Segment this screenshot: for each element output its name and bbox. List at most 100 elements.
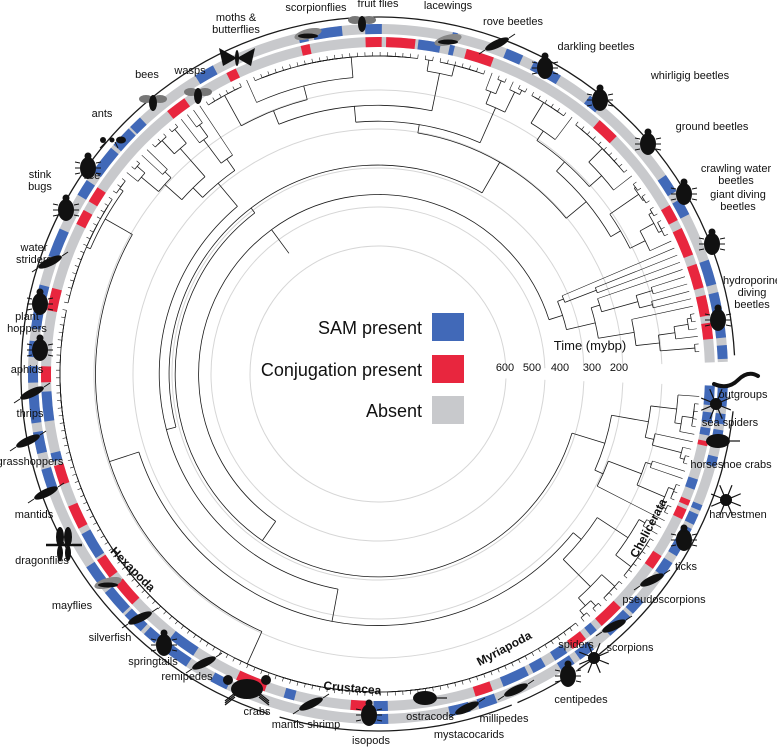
tree-branch [678, 394, 700, 397]
tree-branch [483, 673, 486, 678]
tree-branch [519, 90, 523, 95]
tree-branch [497, 668, 500, 673]
tree-branch [476, 676, 479, 681]
tree-branch [653, 213, 658, 217]
tree-branch [544, 644, 548, 649]
whirligig-beetles-silhouette-icon [586, 84, 614, 111]
tree-branch [253, 76, 256, 81]
tree-branch [646, 519, 662, 528]
tree-branch [454, 682, 457, 687]
taxon-label-remipedes: remipedes [161, 671, 213, 683]
tree-branch [117, 560, 121, 564]
fruit-flies-silhouette-icon [348, 16, 376, 32]
tree-branch [163, 133, 167, 137]
tree-branch [469, 65, 471, 70]
tree-branch [597, 269, 683, 299]
tree-branch [169, 128, 173, 133]
tree-branch [651, 291, 690, 302]
conjugation-present-segment [687, 263, 704, 290]
sam-present-segment [373, 713, 389, 724]
tree-connector [196, 122, 203, 128]
conjugation-present-segment [97, 554, 118, 578]
conjugation-present-segment [88, 187, 106, 207]
moths-and-butterflies-silhouette-icon [219, 48, 255, 66]
conjugation-present-segment [701, 322, 714, 340]
tree-branch [61, 429, 66, 432]
tree-branch [557, 636, 560, 640]
time-tick-label: 500 [523, 362, 541, 374]
scorpionflies-silhouette-icon [294, 27, 322, 41]
legend-label-absent: Absent [366, 401, 422, 421]
tree-connector [278, 104, 432, 125]
tree-branch [131, 578, 135, 582]
tree-branch [447, 59, 449, 64]
clade-label-crustacea: Crustacea [323, 679, 382, 698]
sam-present-segment [699, 259, 717, 287]
tree-branch [692, 418, 697, 420]
time-grid-ring [93, 89, 663, 659]
tree-branch [652, 460, 686, 472]
tree-branch [634, 187, 636, 189]
tree-branch [180, 625, 184, 630]
tree-branch [232, 86, 235, 91]
ostracods-silhouette-icon [413, 691, 447, 705]
tree-branch [608, 152, 613, 156]
tree-branch [261, 521, 277, 541]
tree-branch [556, 161, 565, 172]
tree-branch [633, 181, 637, 185]
tree-branch [121, 178, 126, 182]
taxon-label-pseudoscorpions: pseudoscorpions [622, 594, 706, 606]
tree-branch [562, 559, 591, 587]
tree-branch [550, 640, 554, 645]
thrips-silhouette-icon [13, 382, 51, 404]
tree-branch [633, 563, 637, 567]
tree-branch [653, 283, 688, 295]
tree-connector [427, 70, 452, 77]
tree-branch [232, 657, 235, 662]
tree-branch [126, 172, 139, 182]
tree-branch [83, 243, 88, 247]
tree-connector [641, 196, 647, 204]
tree-branch [564, 289, 597, 303]
tree-branch [575, 622, 579, 627]
tree-branch [67, 286, 72, 289]
tree-branch [645, 461, 652, 465]
tree-branch [219, 650, 222, 655]
tree-branch [108, 548, 113, 552]
conjugation-present-segment [115, 578, 140, 605]
tree-branch [685, 455, 690, 457]
tree-branch [205, 642, 209, 647]
tree-branch [476, 67, 479, 72]
tree-connector [241, 99, 308, 127]
tree-branch [481, 162, 501, 194]
tree-branch [563, 112, 567, 116]
sam-present-segment [92, 147, 119, 178]
tree-branch [658, 230, 663, 233]
tree-branch [193, 634, 197, 639]
tree-connector [631, 319, 637, 346]
tree-branch [289, 679, 292, 684]
time-grid-ring [210, 206, 546, 542]
sam-present-segment [104, 586, 130, 614]
tree-branch [282, 66, 284, 71]
tree-branch [649, 240, 672, 252]
sam-present-segment [210, 672, 231, 690]
tree-branch [239, 661, 242, 665]
tree-branch [353, 106, 357, 123]
tree-connector [417, 132, 567, 219]
tree-branch [174, 123, 178, 128]
clade-arcs [20, 16, 736, 732]
conjugation-present-segment [47, 287, 62, 312]
conjugation-trait-ring [40, 36, 715, 711]
taxon-label-harvestmen: harvestmen [709, 509, 766, 521]
tree-branch [658, 332, 676, 336]
tree-branch [461, 63, 464, 68]
tree-branch [562, 247, 675, 296]
tree-branch [650, 467, 683, 479]
tree-branch [648, 212, 653, 215]
tree-branch [67, 459, 72, 462]
tree-branch [163, 611, 167, 615]
tree-branch [431, 73, 440, 111]
tree-branch [548, 314, 563, 321]
sam-present-segment [503, 48, 524, 65]
